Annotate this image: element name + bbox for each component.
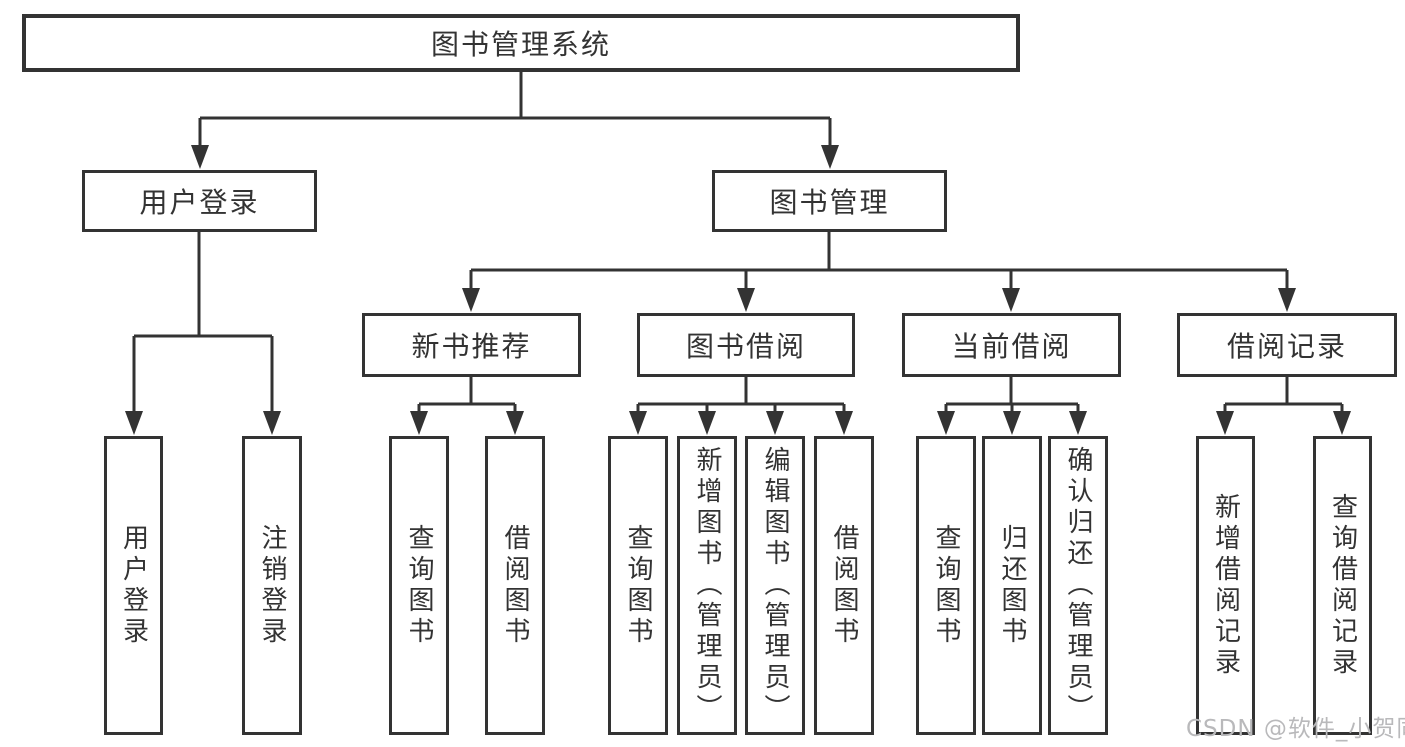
node-label: 借阅图书 bbox=[829, 523, 859, 648]
node-label: 用户登录 bbox=[118, 523, 149, 648]
node-label: 查询图书 bbox=[623, 523, 653, 648]
node-label: 归还图书 bbox=[997, 523, 1027, 648]
node-label: 图书管理 bbox=[769, 186, 890, 219]
leaf-query-borrow-record: 查询借阅记录 bbox=[1313, 436, 1372, 735]
node-label: 新增借阅记录 bbox=[1210, 492, 1241, 679]
csdn-watermark: CSDN @软件_小贺同学 bbox=[1186, 716, 1405, 742]
node-label: 查询借阅记录 bbox=[1327, 492, 1358, 679]
node-label: 查询图书 bbox=[931, 523, 961, 648]
leaf-logout: 注销登录 bbox=[242, 436, 302, 735]
node-label: 编辑图书（管理员） bbox=[760, 446, 790, 725]
node-borrowing-records: 借阅记录 bbox=[1177, 313, 1397, 377]
node-current-borrowing: 当前借阅 bbox=[902, 313, 1121, 377]
node-book-borrowing: 图书借阅 bbox=[637, 313, 855, 377]
node-label: 确认归还（管理员） bbox=[1063, 446, 1093, 725]
leaf-borrow-book: 借阅图书 bbox=[814, 436, 874, 735]
leaf-return-book: 归还图书 bbox=[982, 436, 1042, 735]
node-user-login: 用户登录 bbox=[82, 170, 317, 232]
leaf-query-book-recommend: 查询图书 bbox=[389, 436, 449, 735]
leaf-add-book-admin: 新增图书（管理员） bbox=[677, 436, 737, 735]
node-label: 注销登录 bbox=[257, 523, 287, 648]
leaf-user-login: 用户登录 bbox=[104, 436, 163, 735]
node-label: 借阅记录 bbox=[1226, 330, 1347, 363]
leaf-query-book-current: 查询图书 bbox=[916, 436, 976, 735]
node-label: 当前借阅 bbox=[951, 330, 1072, 363]
leaf-edit-book-admin: 编辑图书（管理员） bbox=[745, 436, 805, 735]
node-book-management: 图书管理 bbox=[712, 170, 947, 232]
node-label: 图书管理系统 bbox=[430, 28, 611, 61]
node-label: 查询图书 bbox=[404, 523, 434, 648]
leaf-confirm-return-admin: 确认归还（管理员） bbox=[1048, 436, 1108, 735]
node-new-book-recommend: 新书推荐 bbox=[362, 313, 581, 377]
node-label: 用户登录 bbox=[139, 186, 260, 219]
node-label: 新增图书（管理员） bbox=[692, 446, 722, 725]
leaf-query-book-borrow: 查询图书 bbox=[608, 436, 668, 735]
node-root-system: 图书管理系统 bbox=[22, 14, 1020, 72]
node-label: 新书推荐 bbox=[411, 330, 532, 363]
node-label: 借阅图书 bbox=[500, 523, 530, 648]
node-label: 图书借阅 bbox=[685, 330, 806, 363]
leaf-borrow-book-recommend: 借阅图书 bbox=[485, 436, 545, 735]
leaf-add-borrow-record: 新增借阅记录 bbox=[1196, 436, 1255, 735]
